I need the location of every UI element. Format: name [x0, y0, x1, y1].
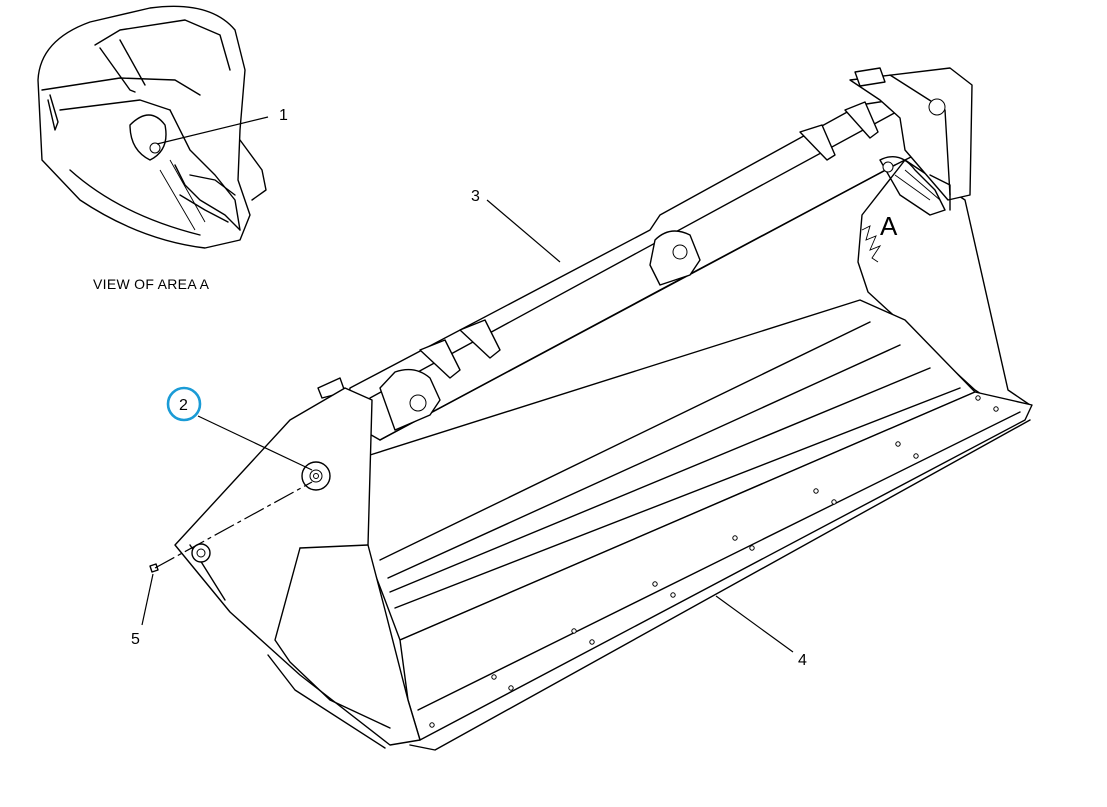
pin-part-5 — [149, 563, 159, 573]
cutting-edge-bolt-holes — [429, 395, 999, 728]
detail-view-area-a — [37, 5, 267, 249]
leader-line-4 — [715, 595, 794, 653]
callout-3: 3 — [471, 188, 480, 205]
callout-2: 2 — [179, 397, 188, 414]
bucket-assembly — [174, 67, 1033, 751]
callout-1: 1 — [279, 107, 288, 124]
callout-4: 4 — [798, 652, 807, 669]
leader-line-3 — [486, 199, 561, 263]
leader-line-2 — [197, 415, 313, 471]
pin-axis-dashed-line — [154, 481, 313, 569]
area-a-marker: A — [880, 211, 898, 241]
leader-line-1 — [156, 116, 269, 145]
view-caption: VIEW OF AREA A — [93, 276, 210, 292]
callout-2-highlight-circle — [166, 386, 202, 422]
callout-5: 5 — [131, 631, 140, 648]
leader-line-5 — [141, 573, 154, 626]
